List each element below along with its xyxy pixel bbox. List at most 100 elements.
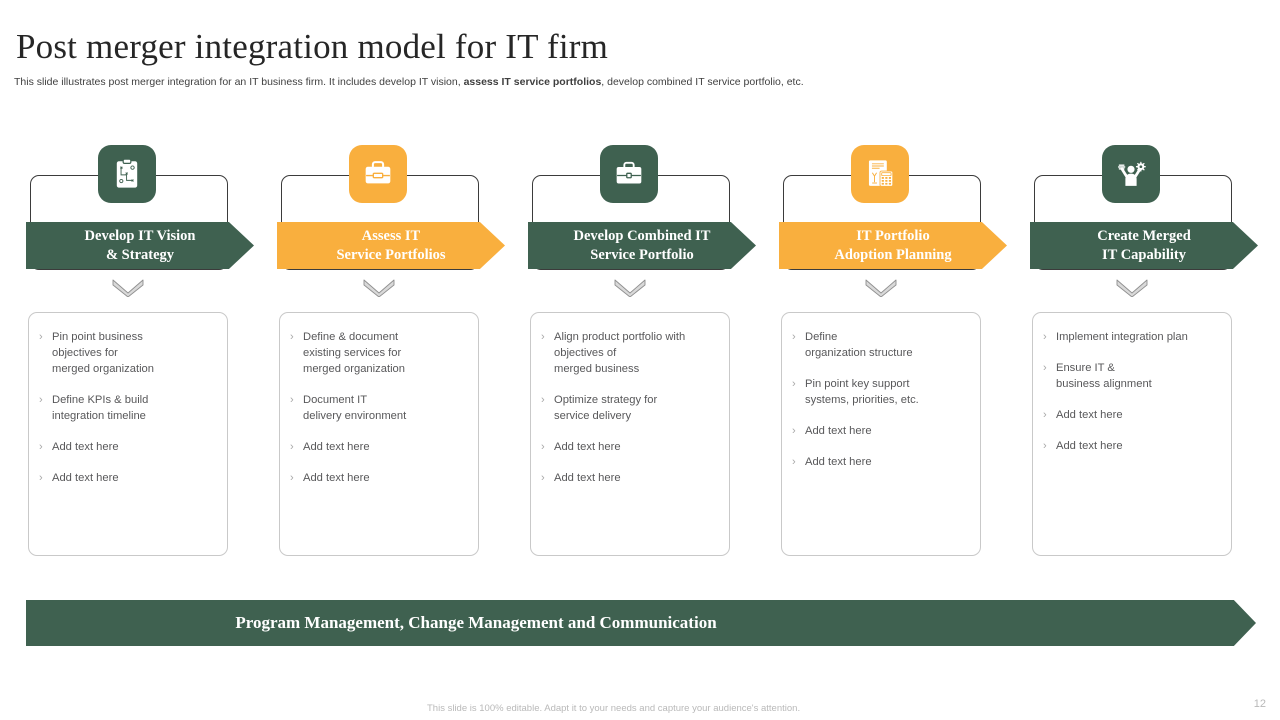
list-item-label: Add text here (1056, 409, 1123, 421)
chevron-down-icon-4 (865, 279, 897, 298)
bottom-banner: Program Management, Change Management an… (26, 600, 1256, 646)
caret-icon: › (541, 331, 545, 343)
list-item: › Document IT delivery environment (290, 392, 468, 424)
list-item: ›Ensure IT & business alignment (1043, 360, 1221, 392)
stage-banner-3[interactable]: Develop Combined IT Service Portfolio (528, 222, 756, 269)
caret-icon: › (290, 472, 294, 484)
caret-icon: › (1043, 409, 1047, 421)
list-item-label: Add text here (805, 425, 872, 437)
toolbox-icon (349, 145, 407, 203)
page-subtitle: This slide illustrates post merger integ… (14, 76, 804, 89)
caret-icon: › (1043, 440, 1047, 452)
list-item-label: Implement integration plan (1056, 331, 1188, 343)
caret-icon: › (541, 472, 545, 484)
subtitle-pre: This slide illustrates post merger integ… (14, 76, 464, 88)
list-item-label: Define organization structure (805, 331, 913, 359)
list-item-label: Align product portfolio with objectives … (554, 331, 686, 375)
list-item: › Add text here (1043, 438, 1221, 454)
person-achievement-icon (1102, 145, 1160, 203)
caret-icon: › (290, 441, 294, 453)
document-calculator-icon (851, 145, 909, 203)
list-item: › Add text here (290, 439, 468, 455)
list-item: › Define KPIs & build integration timelin… (39, 392, 217, 424)
stage-title-line2: Service Portfolios (336, 246, 446, 263)
bullet-list-1: › Pin point business objectives for merge… (28, 312, 228, 556)
list-item-label: Add text here (303, 441, 370, 453)
stage-title-line2: Adoption Planning (834, 246, 952, 263)
list-item: › Add text here (290, 470, 468, 486)
bullet-list-4: › Define organization structure › Pin point… (781, 312, 981, 556)
list-item: › Define organization structure (792, 329, 970, 361)
stage-title-line1: Create Merged (1097, 227, 1191, 244)
stage-banner-2[interactable]: Assess IT Service Portfolios (277, 222, 505, 269)
caret-icon: › (39, 394, 43, 406)
list-item-label: Pin point key support systems, prioritie… (805, 378, 919, 406)
stage-title-line1: IT Portfolio (856, 227, 930, 244)
caret-icon: › (290, 394, 294, 406)
stage-title-line2: Service Portfolio (590, 246, 694, 263)
list-item-label: Define KPIs & build integration timeline (52, 394, 149, 422)
list-item: › Define & document existing services for… (290, 329, 468, 377)
list-item: › Add text here (792, 454, 970, 470)
list-item-label: Add text here (1056, 440, 1123, 452)
list-item: › Add text here (541, 470, 719, 486)
bullet-list-3: › Align product portfolio with objectives… (530, 312, 730, 556)
caret-icon: › (1043, 331, 1047, 343)
list-item: › Add text here (1043, 407, 1221, 423)
stage-title-line2: & Strategy (105, 246, 175, 263)
list-item-label: Add text here (554, 472, 621, 484)
chevron-down-icon-2 (363, 279, 395, 298)
chevron-down-icon-5 (1116, 279, 1148, 298)
process-column-5: Create Merged IT Capability › Implement in… (1004, 0, 1258, 720)
footer-note: This slide is 100% editable. Adapt it to… (427, 703, 801, 714)
stage-title-line1: Develop IT Vision (84, 227, 196, 244)
list-item-label: Add text here (303, 472, 370, 484)
page-title: Post merger integration model for IT fir… (16, 27, 609, 66)
stage-banner-1[interactable]: Develop IT Vision & Strategy (26, 222, 254, 269)
list-item: › Add text here (541, 439, 719, 455)
list-item-label: Pin point business objectives for merged… (52, 331, 154, 375)
list-item: › Implement integration plan (1043, 329, 1221, 345)
page-number: 12 (1253, 698, 1266, 710)
list-item: › Optimize strategy for service delivery (541, 392, 719, 424)
list-item-label: Add text here (52, 472, 119, 484)
stage-title-line2: IT Capability (1102, 246, 1186, 263)
list-item-label: Optimize strategy for service delivery (554, 394, 658, 422)
list-item-label: Define & document existing services for … (303, 331, 405, 375)
caret-icon: › (39, 441, 43, 453)
process-column-1: Develop IT Vision & Strategy › Pin point b… (0, 0, 254, 720)
process-column-2: Assess IT Service Portfolios › Define & do… (251, 0, 505, 720)
list-item: › Add text here (39, 439, 217, 455)
caret-icon: › (792, 331, 796, 343)
list-item: › Align product portfolio with objectives… (541, 329, 719, 377)
caret-icon: › (792, 378, 796, 390)
list-item: › Pin point business objectives for merge… (39, 329, 217, 377)
caret-icon: › (39, 331, 43, 343)
list-item: › Pin point key support systems, prioriti… (792, 376, 970, 408)
stage-banner-5[interactable]: Create Merged IT Capability (1030, 222, 1258, 269)
chevron-down-icon-3 (614, 279, 646, 298)
caret-icon: › (290, 331, 294, 343)
stage-title-line1: Develop Combined IT (573, 227, 711, 244)
caret-icon: › (541, 394, 545, 406)
caret-icon: › (39, 472, 43, 484)
stage-title-line1: Assess IT (361, 227, 421, 244)
list-item-label: Document IT delivery environment (303, 394, 407, 422)
subtitle-post: , develop combined IT service portfolio,… (601, 76, 804, 88)
bullet-list-5: › Implement integration plan ›Ensure IT & … (1032, 312, 1232, 556)
caret-icon: › (541, 441, 545, 453)
subtitle-bold: assess IT service portfolios (463, 76, 602, 88)
list-item: › Add text here (792, 423, 970, 439)
caret-icon: › (792, 425, 796, 437)
bullet-list-2: › Define & document existing services for… (279, 312, 479, 556)
list-item: › Add text here (39, 470, 217, 486)
caret-icon: › (792, 456, 796, 468)
list-item-label: Add text here (52, 441, 119, 453)
chevron-down-icon-1 (112, 279, 144, 298)
list-item-label: Add text here (805, 456, 872, 468)
clipboard-strategy-icon (98, 145, 156, 203)
list-item-label: Add text here (554, 441, 621, 453)
